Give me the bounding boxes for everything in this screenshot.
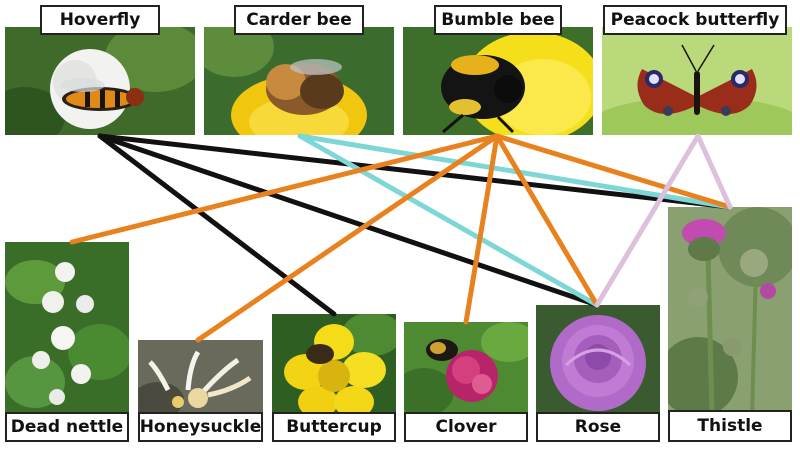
flower-label-clover: Clover <box>404 412 528 442</box>
dead-nettle-photo <box>5 242 129 414</box>
hoverfly-photo <box>5 27 195 135</box>
link-hoverfly-buttercup <box>97 133 337 317</box>
flower-label-dead-nettle: Dead nettle <box>5 412 129 442</box>
link-bumble-bee-honeysuckle <box>195 133 500 343</box>
flower-label-honeysuckle: Honeysuckle <box>138 412 263 442</box>
clover-photo <box>404 322 528 414</box>
flower-label-thistle: Thistle <box>668 410 792 442</box>
rose-photo <box>536 305 660 415</box>
thistle-photo <box>668 207 792 417</box>
link-carder-bee-rose <box>297 133 600 308</box>
link-peacock-butterfly-rose <box>594 133 701 308</box>
flower-label-rose: Rose <box>536 412 660 442</box>
link-carder-bee-thistle <box>297 133 733 210</box>
insect-label-hoverfly: Hoverfly <box>40 5 160 35</box>
flower-label-buttercup: Buttercup <box>272 412 396 442</box>
link-hoverfly-thistle <box>97 133 733 210</box>
carder-bee-photo <box>204 27 394 135</box>
link-bumble-bee-thistle <box>494 133 733 210</box>
honeysuckle-photo <box>138 340 263 415</box>
link-bumble-bee-rose <box>494 133 600 308</box>
insect-label-peacock-butterfly: Peacock butterfly <box>603 5 787 35</box>
peacock-butterfly-photo <box>602 27 792 135</box>
bumble-bee-photo <box>403 27 593 135</box>
link-bumble-bee-clover <box>463 133 500 325</box>
link-peacock-butterfly-thistle <box>695 133 733 210</box>
buttercup-photo <box>272 314 396 414</box>
link-bumble-bee-dead-nettle <box>69 133 500 245</box>
insect-label-carder-bee: Carder bee <box>234 5 364 35</box>
link-hoverfly-rose <box>97 133 600 308</box>
insect-label-bumble-bee: Bumble bee <box>434 5 562 35</box>
